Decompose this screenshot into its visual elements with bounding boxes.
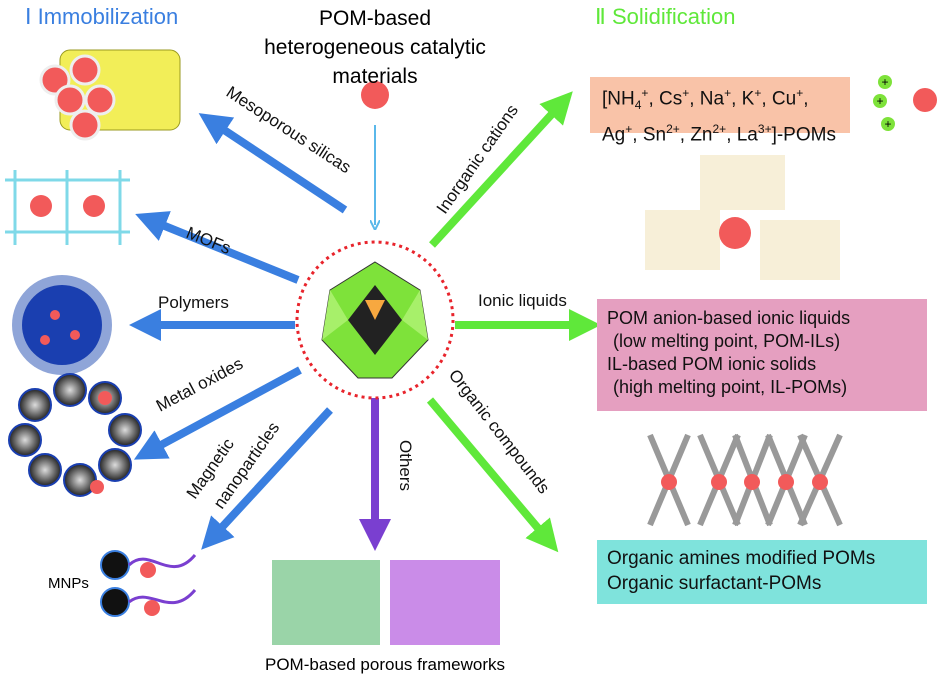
arrow-magnetic — [201, 407, 333, 550]
arrow-metal-oxides — [133, 366, 302, 460]
box-line: Organic amines modified POMs — [607, 548, 876, 569]
cation-text: , La — [726, 124, 758, 146]
framework-image-2 — [390, 560, 500, 645]
mesoporous-silica-icon — [39, 49, 181, 141]
cation-text: , Cu — [761, 88, 797, 110]
cation-icon: + + + — [873, 75, 937, 131]
cation-text: 3+ — [757, 122, 772, 137]
cations-line-1: [NH4+, Cs+, Na+, K+, Cu+, — [602, 81, 838, 117]
label-polymers: Polymers — [158, 293, 229, 312]
arrow-organic-compounds — [426, 397, 559, 553]
cation-text: + — [641, 86, 649, 100]
box-line: POM anion-based ionic liquids — [607, 308, 851, 328]
cations-line-2: Ag+, Sn2+, Zn2+, La3+]-POMs — [602, 117, 838, 147]
cation-text: + — [724, 86, 732, 100]
label-ionic-liquids: Ionic liquids — [478, 291, 567, 310]
framework-image-1 — [272, 560, 380, 645]
cation-text: + — [625, 122, 633, 137]
label-mesoporous-silicas: Mesoporous silicas — [223, 82, 355, 177]
cation-text: , Zn — [679, 124, 713, 146]
box-line: (low melting point, POM-ILs) — [613, 331, 841, 351]
label-others: Others — [396, 440, 415, 491]
cation-text: , Cs — [648, 88, 683, 110]
ionic-liquid-icon — [645, 155, 840, 280]
inorganic-cations-box: [NH4+, Cs+, Na+, K+, Cu+, Ag+, Sn2+, Zn2… — [590, 77, 850, 145]
svg-text:+: + — [884, 117, 891, 131]
cation-text: , — [803, 88, 809, 110]
cation-text: 2+ — [666, 122, 680, 137]
pom-cluster-icon — [321, 261, 429, 379]
organic-compounds-box: Organic amines modified POMs Organic sur… — [597, 540, 927, 604]
arrow-mesoporous-silicas — [198, 113, 348, 214]
center-title-line: POM-based — [318, 7, 432, 30]
box-line: Organic surfactant-POMs — [607, 573, 822, 594]
header-immobilization: Ⅰ Immobilization — [25, 4, 179, 29]
arrow-mofs — [135, 211, 300, 284]
polymer-icon — [12, 275, 112, 375]
center-title: POM-based heterogeneous catalytic materi… — [250, 4, 500, 91]
svg-text:+: + — [876, 94, 883, 108]
cation-text: 4 — [634, 98, 642, 113]
box-line: (high melting point, IL-POMs) — [613, 377, 848, 397]
cation-text: ]-POMs — [771, 124, 836, 146]
mof-icon — [5, 170, 130, 245]
arrow-inorganic-cations — [429, 91, 573, 248]
others-caption: POM-based porous frameworks — [265, 655, 505, 674]
center-title-line: heterogeneous catalytic — [264, 36, 486, 59]
cation-text: 2+ — [712, 122, 727, 137]
cation-text: Ag — [602, 124, 626, 146]
pom-ball-top — [361, 81, 389, 109]
svg-text:+: + — [881, 75, 888, 89]
cation-text: + — [682, 86, 690, 100]
box-line: IL-based POM ionic solids — [607, 354, 817, 374]
cation-text: + — [754, 86, 762, 100]
mnps-label: MNPs — [48, 575, 89, 592]
surfactant-icon — [647, 433, 843, 527]
cation-text: , Na — [689, 88, 725, 110]
cation-text: [NH — [602, 88, 635, 110]
mnp-icon — [100, 550, 197, 617]
cation-text: , Sn — [632, 124, 667, 146]
label-mofs: MOFs — [184, 223, 234, 258]
ionic-liquids-box: POM anion-based ionic liquids (low melti… — [597, 299, 927, 411]
header-solidification: Ⅱ Solidification — [595, 4, 736, 29]
metal-oxide-icon — [8, 373, 142, 497]
cation-text: + — [796, 86, 804, 100]
cation-text: , K — [731, 88, 755, 110]
center-title-line: materials — [332, 65, 418, 88]
